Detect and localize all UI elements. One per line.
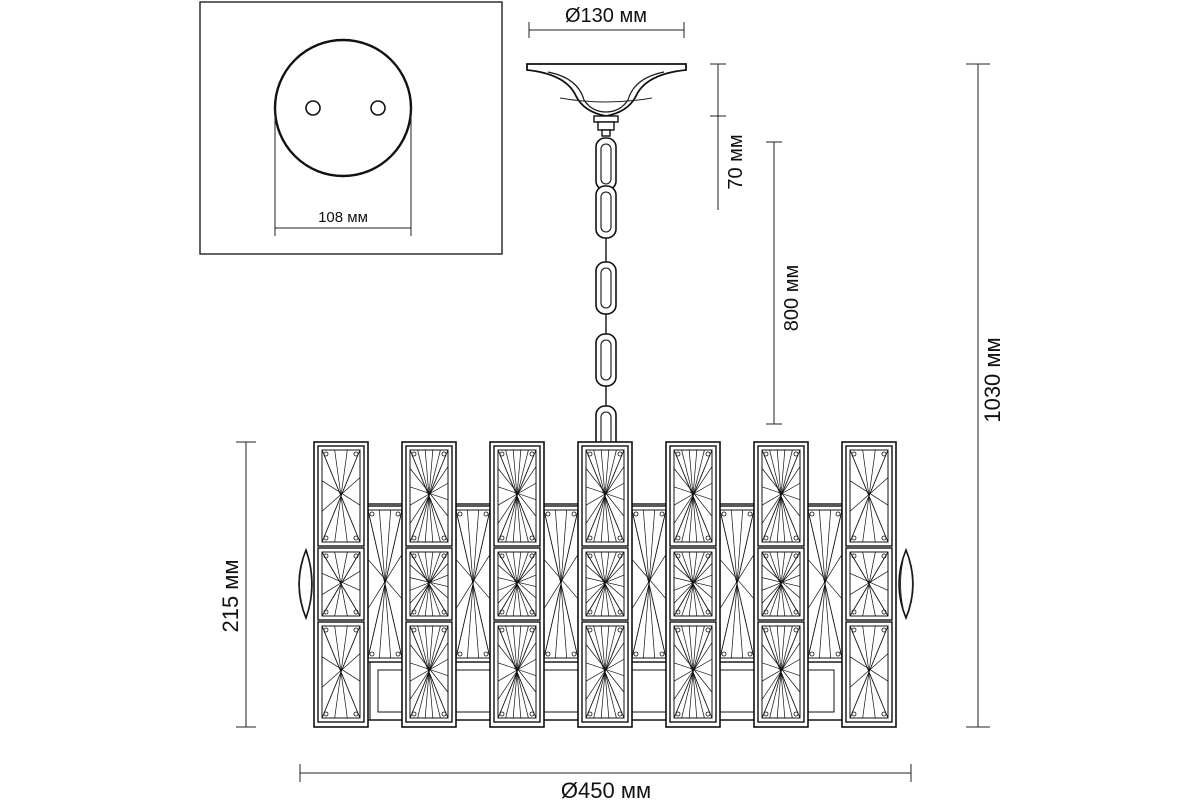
chain — [595, 137, 617, 470]
chain-link — [595, 137, 617, 191]
tall-crystal-column — [753, 441, 809, 728]
short-crystal-column — [539, 505, 583, 663]
tall-crystal-column — [313, 441, 369, 728]
mount-plate-inset: 108 мм — [199, 1, 503, 255]
tall-crystal-column — [577, 441, 633, 728]
canopy-diameter-label: Ø130 мм — [565, 5, 647, 27]
inset-frame — [199, 1, 503, 255]
body-height-label: 215 мм — [218, 559, 243, 632]
total-height-dimension: 1030 мм — [966, 63, 1005, 728]
side-ornament-left — [298, 547, 313, 621]
total-height-label: 1030 мм — [980, 337, 1005, 422]
canopy-height-dimension: 70 мм — [710, 63, 747, 210]
body-diameter-dimension: Ø450 мм — [299, 764, 912, 800]
short-crystal-column — [715, 505, 759, 663]
short-crystal-column — [803, 505, 847, 663]
chain-link — [595, 333, 617, 387]
tall-crystal-columns — [313, 441, 897, 728]
canopy — [526, 63, 687, 137]
chandelier-body — [298, 441, 914, 728]
short-crystal-column — [363, 505, 407, 663]
short-crystal-column — [451, 505, 495, 663]
tall-crystal-column — [665, 441, 721, 728]
mount-hole-left — [305, 100, 321, 116]
mount-plate-circle — [273, 38, 413, 178]
chain-link — [595, 261, 617, 315]
body-diameter-label: Ø450 мм — [561, 778, 651, 800]
tall-crystal-column — [841, 441, 897, 728]
short-crystal-columns — [363, 505, 847, 663]
side-ornament-right — [898, 547, 914, 621]
canopy-diameter-dimension: Ø130 мм — [528, 5, 685, 38]
plate-dim-label: 108 мм — [318, 209, 368, 226]
canopy-height-label: 70 мм — [725, 134, 747, 189]
chain-length-label: 800 мм — [781, 265, 803, 331]
tall-crystal-column — [401, 441, 457, 728]
tall-crystal-column — [489, 441, 545, 728]
mount-hole-right — [370, 100, 386, 116]
short-crystal-column — [627, 505, 671, 663]
chain-link — [595, 185, 617, 239]
body-height-dimension: 215 мм — [218, 441, 256, 728]
chain-length-dimension: 800 мм — [766, 141, 803, 425]
